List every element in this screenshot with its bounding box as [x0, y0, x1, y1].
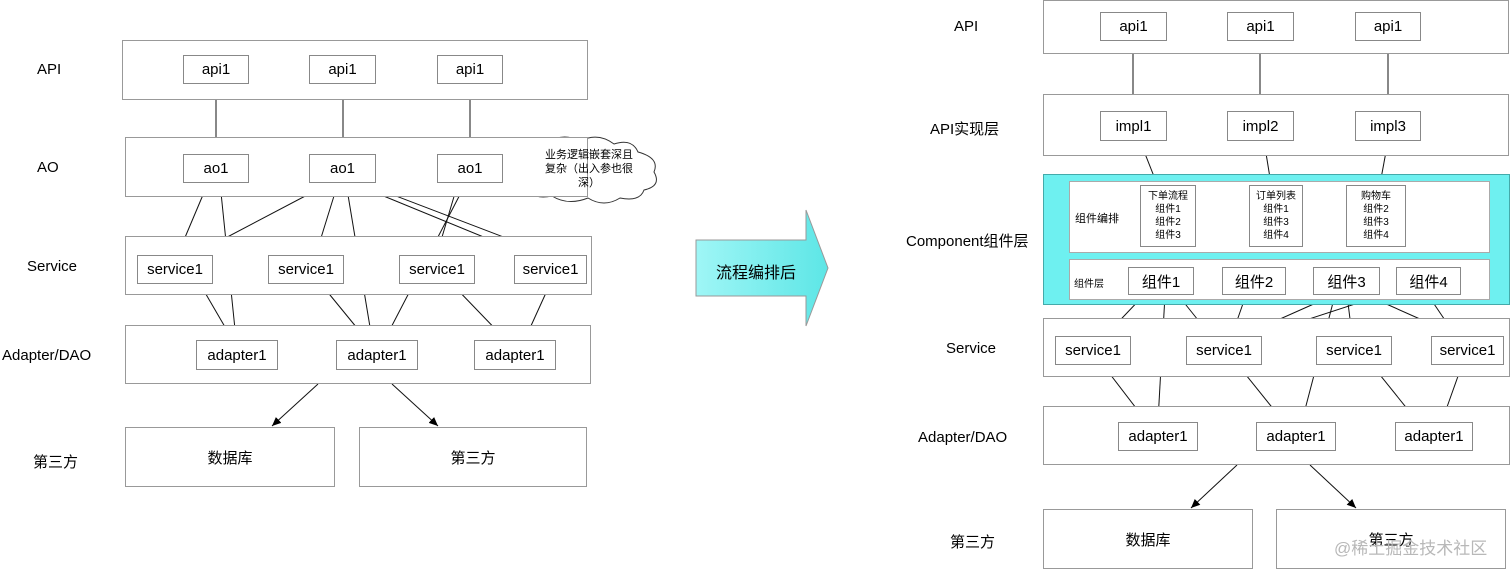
connector-arrow-21 [271, 383, 319, 427]
orchestration-title: 购物车 [1361, 191, 1391, 202]
orchestration-item: 组件3 [1155, 230, 1181, 241]
left-label-service: Service [27, 258, 78, 275]
right-adapter-box-1[interactable]: adapter1 [1118, 422, 1198, 451]
left-adapter-box-3[interactable]: adapter1 [474, 340, 556, 370]
component-box-2[interactable]: 组件2 [1222, 267, 1286, 295]
orchestration-box-3[interactable]: 购物车 组件2 组件3 组件4 [1346, 185, 1406, 247]
left-api-box-3[interactable]: api1 [437, 55, 503, 84]
orchestration-box-1[interactable]: 下单流程 组件1 组件2 组件3 [1140, 185, 1196, 247]
right-service-box-1[interactable]: service1 [1055, 336, 1131, 365]
left-adapter-box-2[interactable]: adapter1 [336, 340, 418, 370]
orchestration-item: 组件1 [1155, 204, 1181, 215]
connector-arrow-43 [1190, 464, 1238, 509]
left-service-box-3[interactable]: service1 [399, 255, 475, 284]
orchestration-item: 组件1 [1263, 204, 1289, 215]
right-api-box-1[interactable]: api1 [1100, 12, 1167, 41]
cloud-note-line-2: 复杂（出入参也很 [545, 163, 633, 175]
right-db-box[interactable]: 数据库 [1043, 509, 1253, 569]
orchestration-box-2[interactable]: 订单列表 组件1 组件3 组件4 [1249, 185, 1303, 247]
left-db-box[interactable]: 数据库 [125, 427, 335, 487]
right-third-box[interactable]: 第三方 [1276, 509, 1506, 569]
orchestration-item: 组件2 [1155, 217, 1181, 228]
connector-arrow-22 [391, 383, 439, 427]
right-label-service: Service [946, 340, 997, 357]
component-box-1[interactable]: 组件1 [1128, 267, 1194, 295]
cloud-note-text: 业务逻辑嵌套深且 复杂（出入参也很 深） [530, 144, 648, 194]
left-label-adapter: Adapter/DAO [2, 347, 92, 364]
left-adapter-box-1[interactable]: adapter1 [196, 340, 278, 370]
transform-arrow-label: 流程编排后 [716, 265, 797, 282]
left-service-box-4[interactable]: service1 [514, 255, 587, 284]
right-impl-box-1[interactable]: impl1 [1100, 111, 1167, 141]
right-service-box-2[interactable]: service1 [1186, 336, 1262, 365]
left-ao-box-2[interactable]: ao1 [309, 154, 376, 183]
right-label-api: API [954, 18, 979, 35]
component-box-3[interactable]: 组件3 [1313, 267, 1380, 295]
orchestration-item: 组件2 [1363, 204, 1389, 215]
right-impl-box-3[interactable]: impl3 [1355, 111, 1421, 141]
component-layer-label: 组件层 [1074, 279, 1104, 290]
right-adapter-box-3[interactable]: adapter1 [1395, 422, 1473, 451]
right-label-impl: API实现层 [930, 121, 1000, 138]
orchestration-label: 组件编排 [1075, 213, 1119, 225]
orchestration-title: 下单流程 [1148, 191, 1188, 202]
right-label-adapter: Adapter/DAO [918, 429, 1008, 446]
watermark: @稀土掘金技术社区 [1334, 539, 1488, 558]
orchestration-item: 组件4 [1263, 230, 1289, 241]
left-api-box-1[interactable]: api1 [183, 55, 249, 84]
left-service-box-1[interactable]: service1 [137, 255, 213, 284]
right-api-box-3[interactable]: api1 [1355, 12, 1421, 41]
right-impl-box-2[interactable]: impl2 [1227, 111, 1294, 141]
component-box-4[interactable]: 组件4 [1396, 267, 1461, 295]
right-adapter-box-2[interactable]: adapter1 [1256, 422, 1336, 451]
left-ao-box-3[interactable]: ao1 [437, 154, 503, 183]
right-label-component: Component组件层 [906, 233, 1029, 250]
orchestration-title: 订单列表 [1256, 191, 1296, 202]
right-service-box-3[interactable]: service1 [1316, 336, 1392, 365]
left-label-ao: AO [37, 159, 59, 176]
left-label-third: 第三方 [33, 454, 79, 471]
left-service-box-2[interactable]: service1 [268, 255, 344, 284]
orchestration-item: 组件3 [1263, 217, 1289, 228]
left-third-box[interactable]: 第三方 [359, 427, 587, 487]
connector-arrow-44 [1309, 464, 1357, 509]
cloud-note-line-3: 深） [578, 177, 600, 189]
left-api-box-2[interactable]: api1 [309, 55, 376, 84]
left-ao-box-1[interactable]: ao1 [183, 154, 249, 183]
left-label-api: API [37, 61, 62, 78]
cloud-note-line-1: 业务逻辑嵌套深且 [545, 149, 633, 161]
orchestration-item: 组件4 [1363, 230, 1389, 241]
right-service-box-4[interactable]: service1 [1431, 336, 1504, 365]
right-label-third: 第三方 [950, 534, 996, 551]
right-api-box-2[interactable]: api1 [1227, 12, 1294, 41]
orchestration-item: 组件3 [1363, 217, 1389, 228]
